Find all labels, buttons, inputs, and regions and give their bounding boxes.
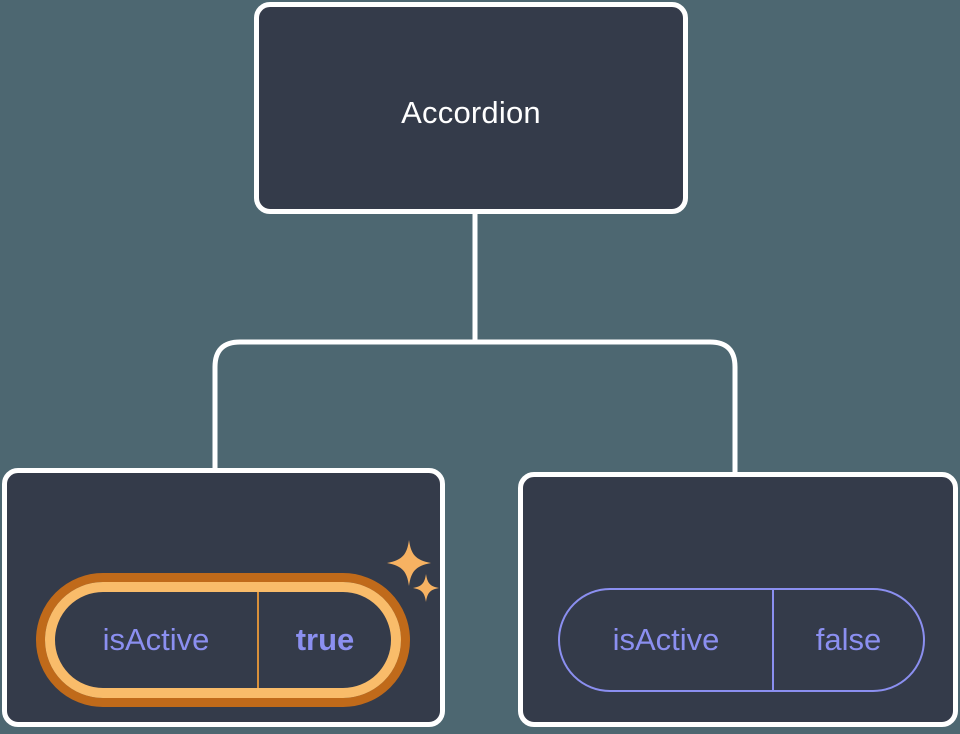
connector-branch-bar <box>212 339 738 472</box>
prop-pill-isactive-false[interactable]: isActive false <box>558 588 925 692</box>
prop-pill-inner-ring: isActive true <box>45 582 401 698</box>
node-accordion-label: Accordion <box>401 95 541 130</box>
prop-value: true <box>257 592 391 688</box>
node-accordion[interactable]: Accordion <box>254 2 688 214</box>
prop-key: isActive <box>612 622 720 657</box>
prop-pill-isactive-true[interactable]: isActive true <box>36 573 410 707</box>
prop-value: false <box>772 590 923 690</box>
prop-key: isActive <box>102 622 210 657</box>
